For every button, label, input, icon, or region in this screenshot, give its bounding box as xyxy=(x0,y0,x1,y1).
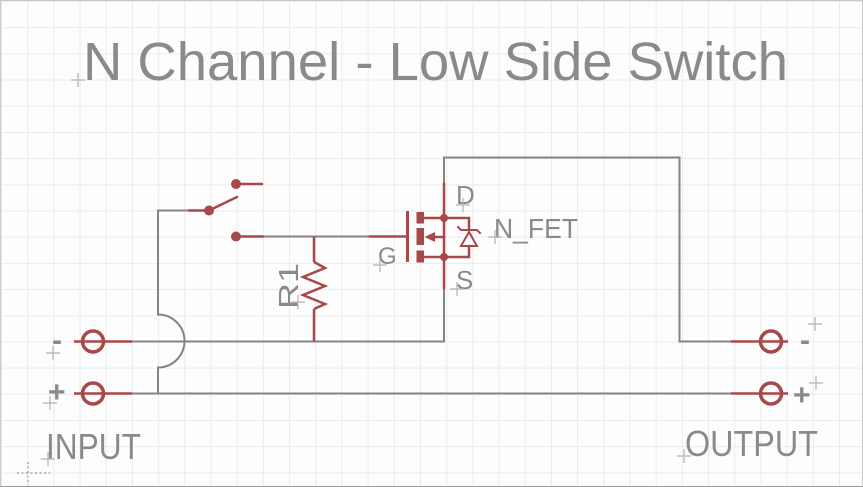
output-plus-sign: + xyxy=(793,379,811,412)
switch-spdt[interactable] xyxy=(187,179,265,242)
pin-label-drain[interactable]: D xyxy=(456,180,475,210)
output-minus-sign: - xyxy=(800,324,810,357)
resistor-zigzag[interactable] xyxy=(299,260,329,311)
sheet-origin-marker xyxy=(17,462,50,485)
mosfet-channel-bottom xyxy=(416,250,424,263)
input-terminal-plus[interactable] xyxy=(80,381,106,406)
pin-label-gate[interactable]: G xyxy=(378,243,397,270)
mosfet-diode-cathode-lead xyxy=(442,216,471,232)
mosfet-channel-mid xyxy=(416,228,424,245)
switch-pin-throw-top[interactable] xyxy=(231,179,241,189)
labels-group: N Channel - Low Side Switch INPUT OUTPUT… xyxy=(46,32,818,467)
output-label[interactable]: OUTPUT xyxy=(685,423,818,464)
output-terminal-minus[interactable] xyxy=(758,329,784,354)
input-terminal-minus[interactable] xyxy=(80,329,106,354)
sheet-title[interactable]: N Channel - Low Side Switch xyxy=(83,32,788,92)
input-plus-sign: + xyxy=(48,376,66,409)
junction-dot-drain xyxy=(440,214,448,222)
mosfet-diode-anode-lead xyxy=(442,244,471,259)
resistor-ref-label[interactable]: R1 xyxy=(273,263,304,309)
mosfet-channel-top xyxy=(416,212,424,224)
switch-lever[interactable] xyxy=(209,195,239,211)
input-label[interactable]: INPUT xyxy=(46,426,141,467)
terminals-group xyxy=(74,329,788,406)
switch-pin-throw-bottom[interactable] xyxy=(231,231,241,242)
resistor-r1[interactable] xyxy=(299,236,329,342)
wires-group xyxy=(131,156,732,395)
mosfet-gate-bar xyxy=(406,211,409,262)
input-minus-sign: - xyxy=(52,324,62,357)
mosfet-body-arrow xyxy=(424,232,435,242)
switch-pin-common[interactable] xyxy=(204,205,214,216)
pin-label-source[interactable]: S xyxy=(456,265,473,295)
origin-cross-markers xyxy=(41,73,823,466)
mosfet-nfet[interactable] xyxy=(368,182,482,290)
mosfet-diode-triangle xyxy=(459,229,479,247)
junction-dot-source xyxy=(440,253,448,261)
output-terminal-plus[interactable] xyxy=(758,381,784,406)
wire-drain-loop[interactable] xyxy=(443,156,732,343)
mosfet-ref-label[interactable]: N_FET xyxy=(494,213,578,244)
